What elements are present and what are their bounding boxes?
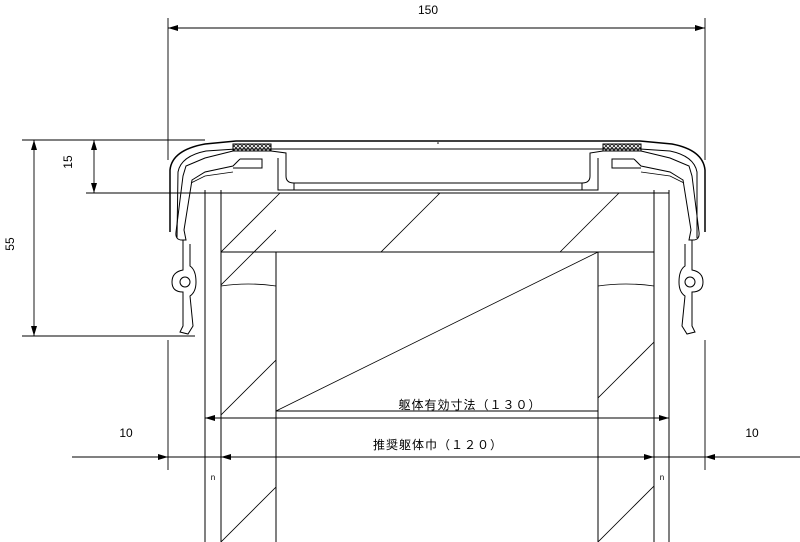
dimension-left-height: 55	[3, 139, 205, 337]
dimension-recommended-width: 推奨躯体巾（１２０） 10 10 n n	[72, 340, 800, 482]
left-gasket	[232, 143, 272, 152]
cover-profile	[169, 140, 706, 335]
dim-left-height-label: 55	[3, 237, 17, 251]
dimension-effective-size: 躯体有効寸法（１３０）	[205, 397, 669, 421]
dim-right-gap-label: n	[660, 473, 664, 482]
right-gasket	[602, 143, 642, 152]
dim-right-offset-label: 10	[745, 426, 759, 440]
dim-left-inner-label: 15	[61, 155, 75, 169]
effective-size-label: 躯体有効寸法（１３０）	[398, 397, 541, 412]
dimension-top: 150	[167, 3, 706, 160]
recommended-width-label: 推奨躯体巾（１２０）	[373, 437, 503, 452]
building-body	[204, 190, 670, 542]
dimension-left-inner: 15	[61, 140, 205, 194]
dim-top-width-label: 150	[418, 3, 438, 17]
dim-left-offset-label: 10	[119, 426, 133, 440]
dim-left-gap-label: n	[211, 473, 215, 482]
